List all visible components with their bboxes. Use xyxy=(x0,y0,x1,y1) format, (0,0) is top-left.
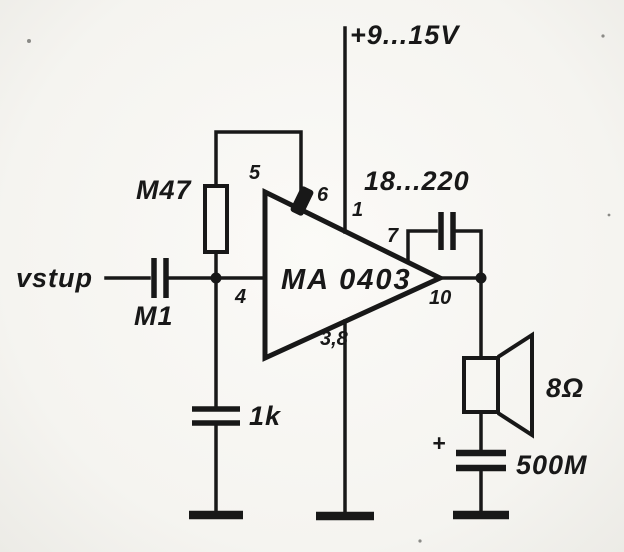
pin-label-5: 5 xyxy=(249,162,261,184)
wire-bootstrap xyxy=(214,130,303,194)
speaker-body xyxy=(462,356,500,414)
capacitor-m1-label: M1 xyxy=(134,301,174,331)
pin-label-7: 7 xyxy=(387,225,399,247)
pin-label-4: 4 xyxy=(234,286,246,308)
pin-label-1: 1 xyxy=(352,199,363,221)
capacitor-1k-label: 1k xyxy=(249,401,282,431)
paper-speck xyxy=(27,39,31,43)
input-label: vstup xyxy=(16,263,93,293)
junction-output-node xyxy=(475,272,487,284)
paper-speck xyxy=(418,539,422,543)
wire-pin7-stub xyxy=(406,229,438,264)
pin-label-6: 6 xyxy=(317,184,329,206)
pin-label-3-8: 3,8 xyxy=(320,328,349,350)
ic-label: MA 0403 xyxy=(281,264,412,296)
capacitor-feedback-label: 18...220 xyxy=(364,166,470,196)
capacitor-500m-label: 500M xyxy=(516,450,588,480)
resistor-m47-label: M47 xyxy=(136,175,193,205)
speaker-horn xyxy=(496,331,534,439)
jumper-pin5-pin6 xyxy=(290,186,314,216)
paper-speck xyxy=(601,34,605,38)
paper-speck xyxy=(607,213,611,217)
pin-label-10: 10 xyxy=(429,287,451,309)
speaker-impedance-label: 8Ω xyxy=(546,373,584,403)
polarity-plus-label: + xyxy=(432,430,446,456)
resistor-m47-symbol xyxy=(203,184,229,254)
opamp-triangle xyxy=(262,187,446,362)
supply-voltage-label: +9...15V xyxy=(350,20,460,50)
wire-feedback-to-output xyxy=(451,229,483,360)
